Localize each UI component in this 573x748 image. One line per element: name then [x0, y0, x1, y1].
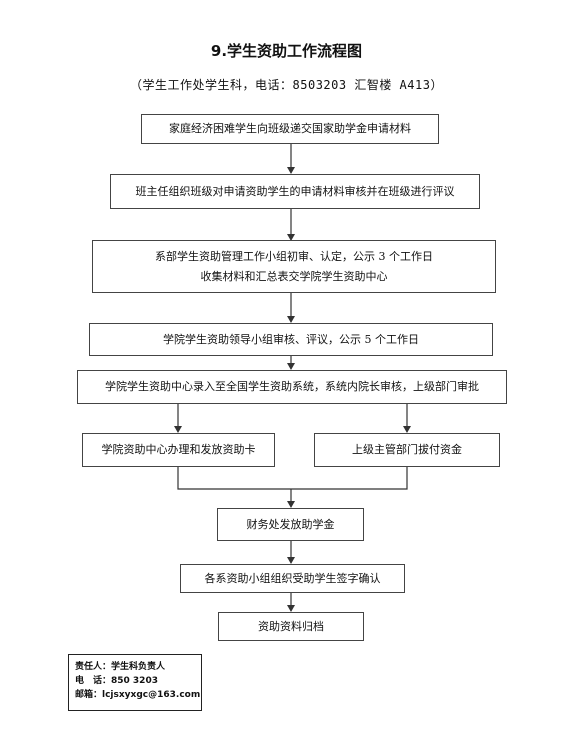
step-signature-confirm-text: 各系资助小组组织受助学生签字确认	[204, 571, 381, 585]
contact-box: 责任人：学生科负责人 电 话：850 3203 邮箱：lcjsxyxgc@163…	[68, 654, 202, 711]
step-finance-payment-text: 财务处发放助学金	[246, 517, 335, 531]
step-class-review-text: 班主任组织班级对申请资助学生的申请材料审核并在班级进行评议	[135, 184, 455, 198]
page-title: 9.学生资助工作流程图	[210, 42, 363, 60]
contact-phone: 电 话：850 3203	[75, 676, 158, 686]
step-apply: 家庭经济困难学生向班级递交国家助学金申请材料	[141, 114, 439, 144]
step-class-review: 班主任组织班级对申请资助学生的申请材料审核并在班级进行评议	[110, 174, 480, 209]
step-fund-allocation-text: 上级主管部门拔付资金	[352, 443, 462, 456]
step-system-entry: 学院学生资助中心录入至全国学生资助系统，系统内院长审核，上级部门审批	[77, 370, 507, 404]
step-apply-text: 家庭经济困难学生向班级递交国家助学金申请材料	[169, 122, 411, 135]
page-subtitle: （学生工作处学生科，电话：8503203 汇智楼 A413）	[130, 78, 443, 92]
step-issue-card: 学院资助中心办理和发放资助卡	[82, 433, 275, 467]
step-college-review-text: 学院学生资助领导小组审核、评议，公示 5 个工作日	[163, 332, 419, 346]
step-finance-payment: 财务处发放助学金	[217, 508, 364, 541]
step-department-review-line1: 系部学生资助管理工作小组初审、认定，公示 3 个工作日	[155, 249, 433, 263]
step-archive-text: 资助资料归档	[258, 619, 324, 633]
step-archive: 资助资料归档	[218, 612, 364, 641]
step-fund-allocation: 上级主管部门拔付资金	[314, 433, 500, 467]
merge-line	[177, 467, 408, 490]
step-department-review-line2: 收集材料和汇总表交学院学生资助中心	[200, 269, 388, 283]
step-college-review: 学院学生资助领导小组审核、评议，公示 5 个工作日	[89, 323, 493, 356]
step-signature-confirm: 各系资助小组组织受助学生签字确认	[180, 564, 405, 593]
step-system-entry-text: 学院学生资助中心录入至全国学生资助系统，系统内院长审核，上级部门审批	[105, 380, 479, 393]
step-issue-card-text: 学院资助中心办理和发放资助卡	[101, 443, 256, 456]
contact-responsible: 责任人：学生科负责人	[75, 662, 166, 672]
contact-email: 邮箱：lcjsxyxgc@163.com	[75, 690, 201, 700]
step-department-review: 系部学生资助管理工作小组初审、认定，公示 3 个工作日 收集材料和汇总表交学院学…	[92, 240, 496, 293]
